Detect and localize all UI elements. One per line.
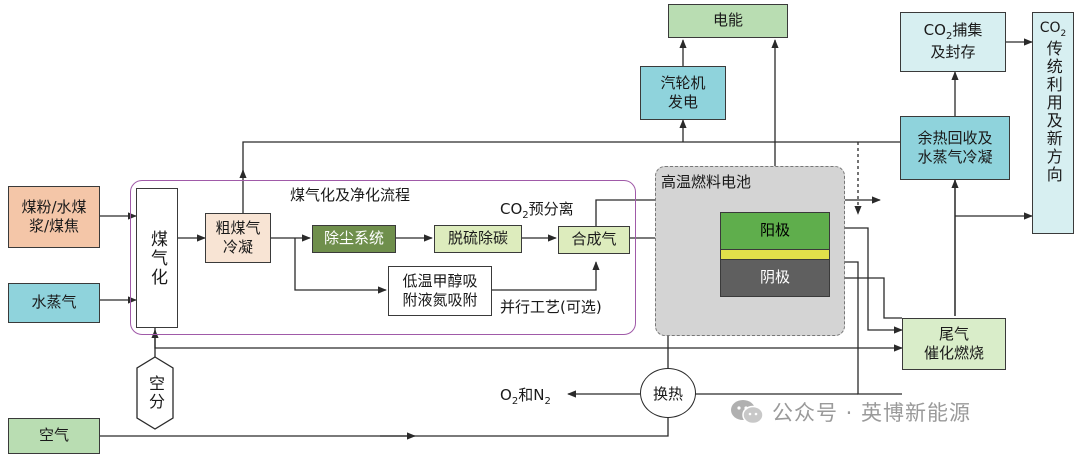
gasification-purification-region [130, 180, 636, 335]
steam-turbine-box: 汽轮机 发电 [640, 66, 726, 120]
o2-n2-conjunction: 和 [518, 386, 534, 404]
purification-region-label: 煤气化及净化流程 [290, 186, 411, 204]
o2-n2-output-label: O2和N2 [500, 386, 551, 407]
air-separation-unit: 空分 [136, 356, 174, 430]
co2-utilization-formula: CO2 [1039, 20, 1067, 39]
desulfurization-decarbonization-box: 脱硫除碳 [434, 225, 522, 253]
fuel-cell-region-label: 高温燃料电池 [661, 173, 752, 191]
electrolyte-layer [720, 250, 830, 259]
co2-utilization-box: CO2 传统利用及新方向 [1032, 12, 1074, 234]
co2-preseparation-text: 预分离 [528, 200, 574, 218]
watermark: 公众号 · 英博新能源 [730, 397, 971, 427]
steam-input-box: 水蒸气 [8, 283, 100, 323]
waste-heat-recovery-box: 余热回收及 水蒸气冷凝 [900, 116, 1010, 180]
electric-power-box: 电能 [668, 4, 788, 38]
coal-input-box: 煤粉/水煤 浆/煤焦 [8, 186, 100, 248]
co2-utilization-text: 传统利用及新方向 [1043, 40, 1063, 185]
syngas-box: 合成气 [558, 226, 630, 254]
co2-preseparation-label: CO2预分离 [500, 200, 574, 221]
co2-capture-text: 捕集 及封存 [930, 21, 983, 62]
parallel-process-label: 并行工艺(可选) [500, 298, 602, 316]
low-temp-methanol-box: 低温甲醇吸 附液氮吸附 [388, 266, 492, 316]
crude-gas-condensation-box: 粗煤气 冷凝 [205, 213, 271, 263]
co2-capture-box: CO2捕集 及封存 [900, 12, 1006, 72]
co2-formula: CO2 [923, 21, 953, 43]
hexagon-shape [136, 356, 174, 430]
anode-box: 阳极 [720, 212, 830, 250]
watermark-text: 公众号 · 英博新能源 [772, 401, 972, 425]
tail-gas-combustion-box: 尾气 催化燃烧 [902, 318, 1006, 370]
heat-exchanger-circle: 换热 [640, 368, 696, 418]
cathode-box: 阴极 [720, 259, 830, 297]
air-input-box: 空气 [8, 418, 100, 454]
air-separation-label: 空分 [146, 375, 165, 411]
dust-removal-box: 除尘系统 [312, 225, 396, 253]
wechat-icon [731, 400, 764, 425]
gasifier-box: 煤气化 [136, 188, 178, 328]
